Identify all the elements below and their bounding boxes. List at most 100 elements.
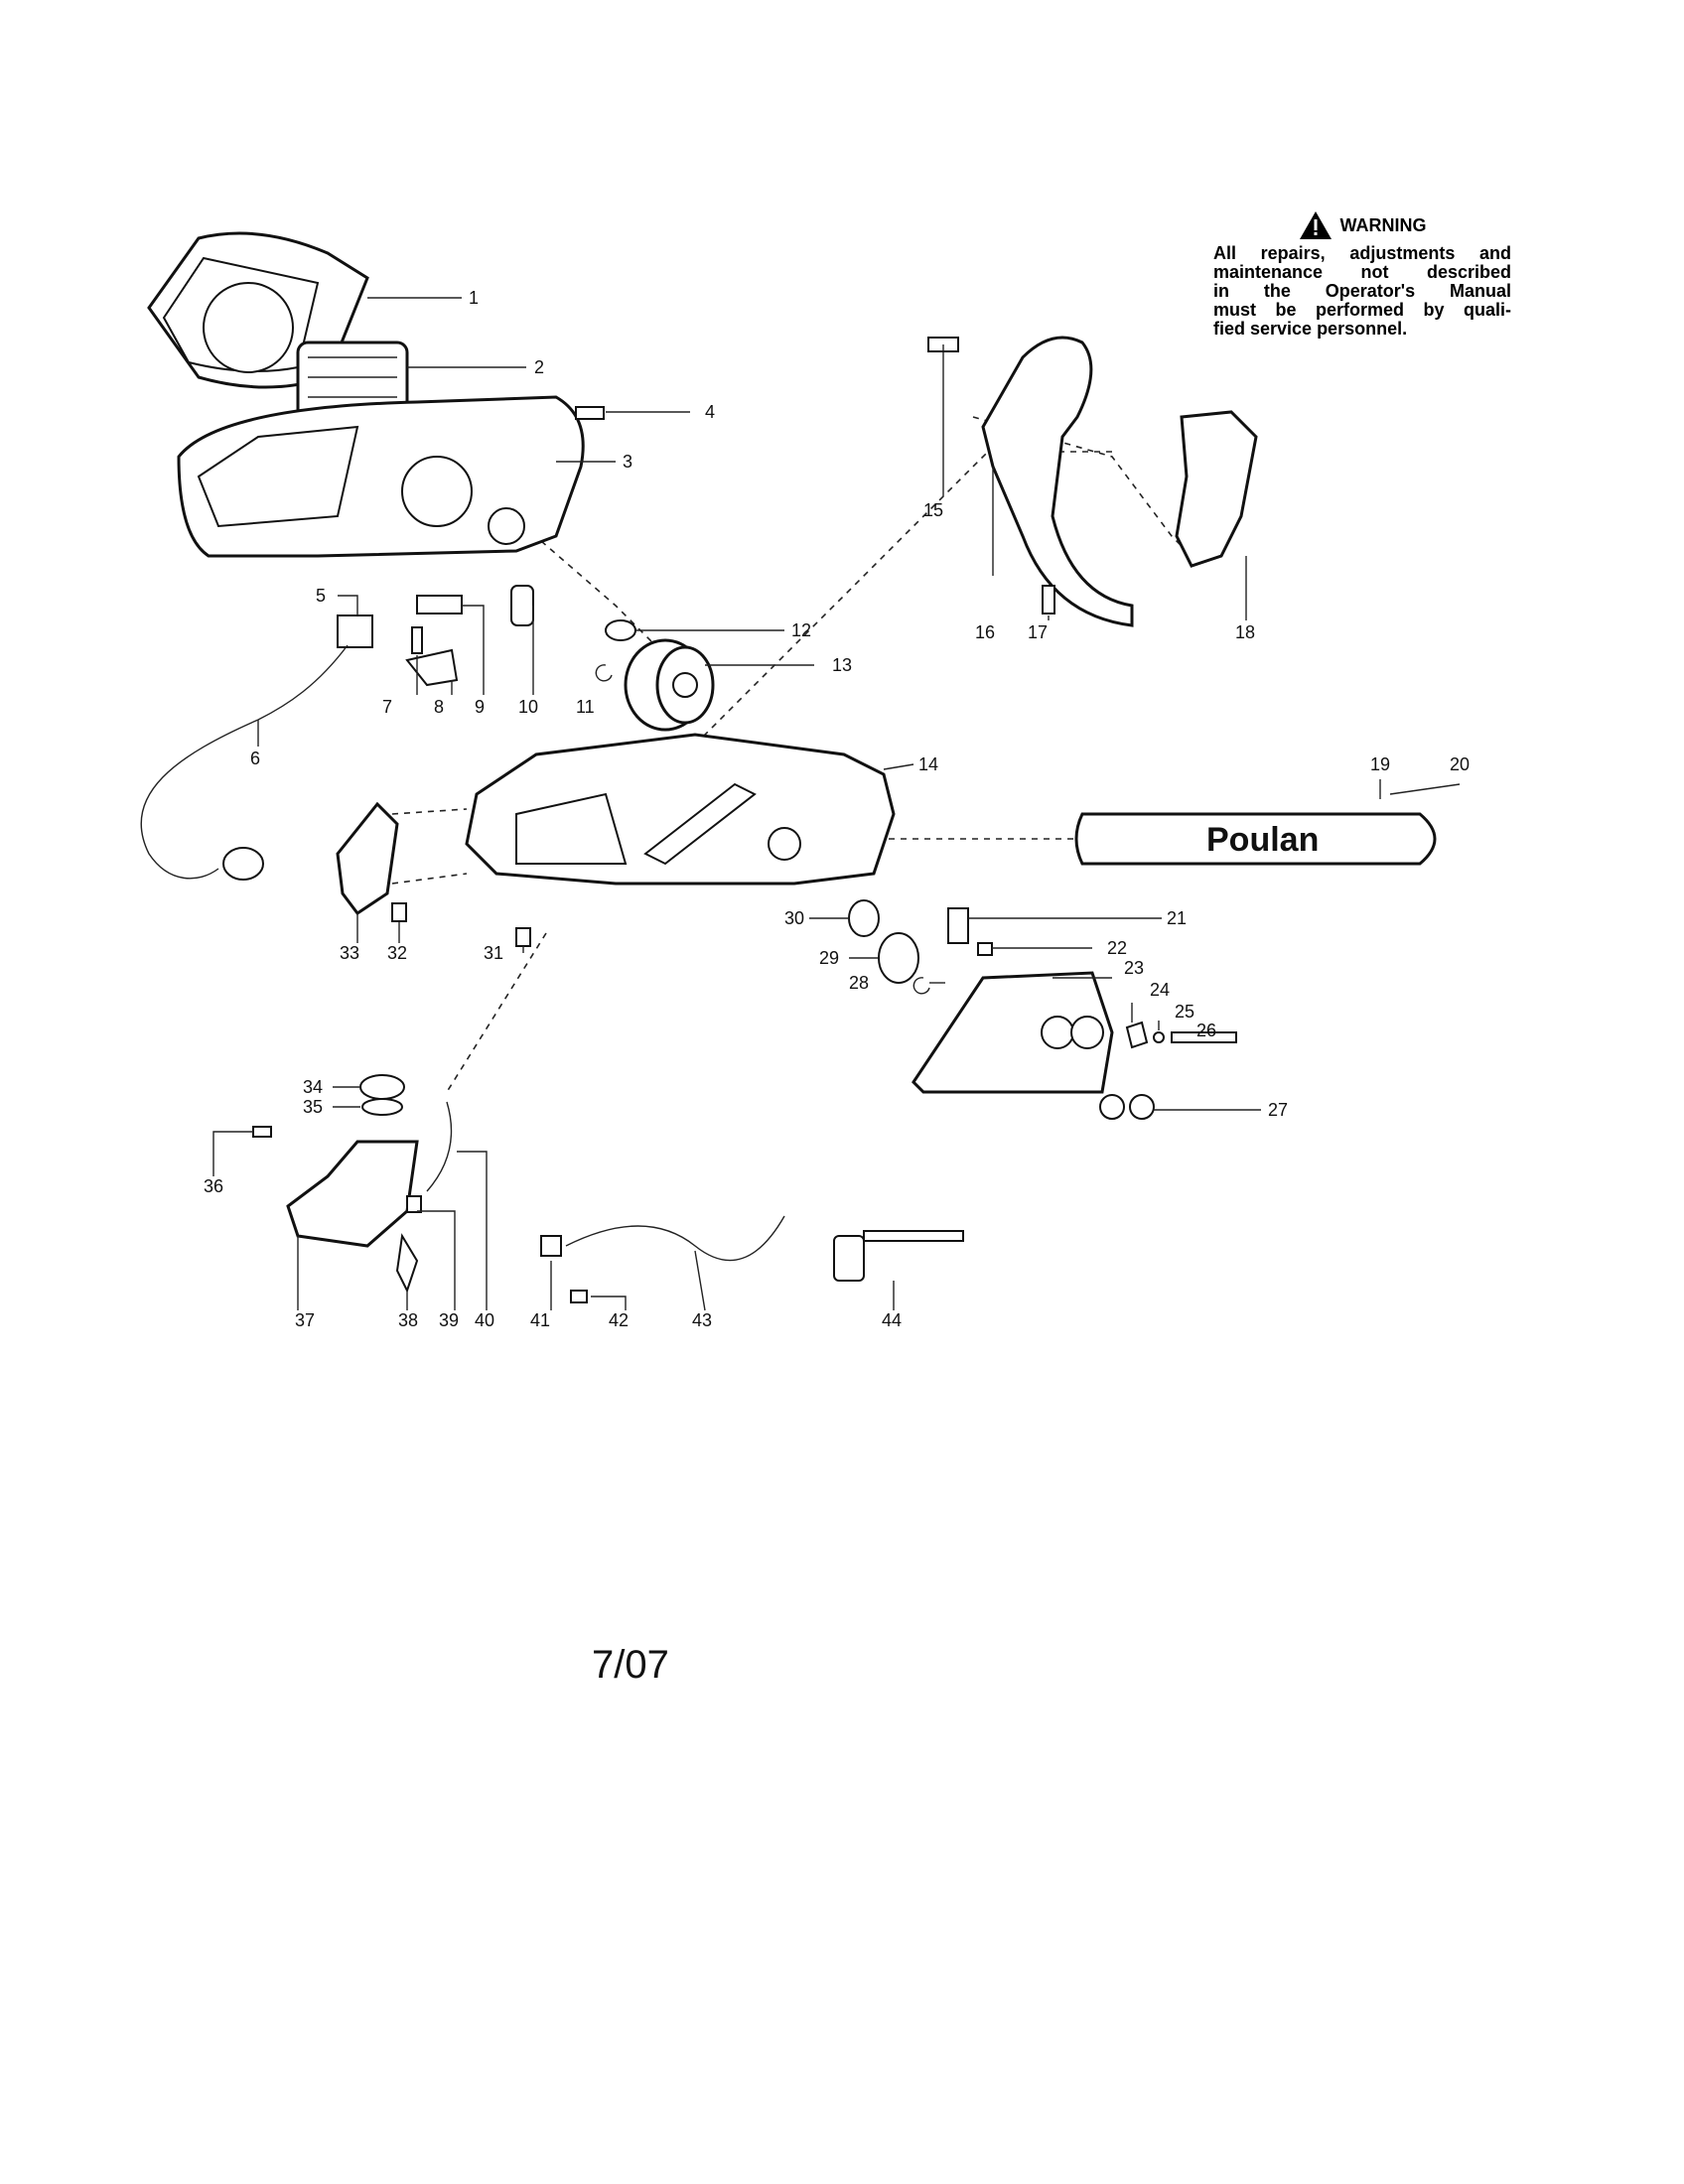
part-44-bar-wrench [833, 1230, 964, 1282]
part-35-gasket [361, 1098, 403, 1116]
part-16-front-handle [981, 336, 1134, 627]
callout-15: 15 [923, 500, 943, 520]
callout-27: 27 [1268, 1100, 1288, 1120]
part-18-hand-guard [1175, 410, 1258, 568]
part-32-screw [391, 902, 407, 922]
part-22-screw [977, 942, 993, 956]
callout-34: 34 [303, 1077, 323, 1097]
part-27-bar-nuts [1099, 1094, 1155, 1120]
callout-22: 22 [1107, 938, 1127, 958]
callout-42: 42 [609, 1310, 629, 1330]
callout-8: 8 [434, 697, 444, 717]
callout-12: 12 [791, 620, 811, 640]
callout-leader-lines [212, 297, 1381, 1311]
part-10-spring [510, 585, 534, 626]
part-17-screw [1042, 585, 1055, 614]
part-29-sprocket [878, 932, 919, 984]
callout-37: 37 [295, 1310, 315, 1330]
callout-35: 35 [303, 1097, 323, 1117]
callout-6: 6 [250, 749, 260, 768]
callout-40: 40 [475, 1310, 494, 1330]
callout-25: 25 [1175, 1002, 1194, 1022]
part-26-adjusting-screw [1171, 1031, 1237, 1043]
part-30-washer [848, 899, 880, 937]
part-7-spring [411, 626, 423, 654]
part-38-oil-pickup [395, 1233, 419, 1294]
part-34-oil-cap [359, 1074, 405, 1100]
warning-notice: WARNING All repairs, adjustments and mai… [1213, 210, 1511, 339]
part-1-motor-cover [147, 231, 369, 389]
part-40-oil-line [426, 1101, 453, 1192]
callout-14: 14 [918, 754, 938, 774]
revision-date: 7/07 [592, 1643, 669, 1687]
part-12-washer [605, 619, 636, 641]
callout-33: 33 [340, 943, 359, 963]
part-14-main-housing [465, 733, 896, 886]
callout-28: 28 [849, 973, 869, 993]
callout-39: 39 [439, 1310, 459, 1330]
part-9-lock-button [416, 595, 463, 614]
part-43-oil-hose [565, 1215, 785, 1262]
part-19-guide-bar: Poulan [1074, 812, 1437, 866]
callout-36: 36 [204, 1176, 223, 1196]
callout-16: 16 [975, 622, 995, 642]
part-36-check-valve [252, 1126, 272, 1138]
callout-21: 21 [1167, 908, 1187, 928]
callout-5: 5 [316, 586, 326, 606]
part-31-screw [515, 927, 531, 947]
callout-7: 7 [382, 697, 392, 717]
warning-line-3: in the Operator's Manual [1213, 281, 1511, 301]
callout-44: 44 [882, 1310, 902, 1330]
part-5-switch [337, 614, 373, 648]
part-4-screw [575, 406, 605, 420]
part-28-retainer [912, 977, 930, 995]
part-3-motor-housing [177, 395, 585, 558]
part-6-power-cord [140, 644, 349, 881]
warning-header: WARNING [1213, 210, 1511, 240]
callout-41: 41 [530, 1310, 550, 1330]
callout-10: 10 [518, 697, 538, 717]
warning-heading: WARNING [1339, 214, 1427, 235]
callout-11: 11 [576, 697, 595, 717]
callout-labels: 1 2 3 4 5 6 7 8 9 10 11 12 13 14 15 16 1… [204, 288, 1470, 1330]
callout-3: 3 [623, 452, 632, 472]
callout-13: 13 [832, 655, 852, 675]
callout-24: 24 [1150, 980, 1170, 1000]
part-42-screw [570, 1290, 588, 1303]
part-8-trigger [405, 648, 459, 687]
part-39-fitting [406, 1195, 422, 1213]
part-41-oiler-valve [540, 1235, 562, 1257]
callout-43: 43 [692, 1310, 712, 1330]
callout-30: 30 [784, 908, 804, 928]
part-37-oil-tank [286, 1140, 419, 1248]
callout-26: 26 [1196, 1021, 1216, 1040]
part-25-washer [1153, 1031, 1165, 1043]
callout-31: 31 [484, 943, 503, 963]
callout-18: 18 [1235, 622, 1255, 642]
part-23-chain-cover [912, 971, 1114, 1094]
warning-triangle-icon [1299, 211, 1332, 239]
callout-4: 4 [705, 402, 715, 422]
callout-32: 32 [387, 943, 407, 963]
warning-line-5: fied service personnel. [1213, 319, 1408, 339]
part-24-adjuster [1125, 1021, 1149, 1049]
bar-brand-text: Poulan [1206, 821, 1319, 859]
part-20-saw-chain [1389, 783, 1461, 795]
warning-line-4: must be performed by quali- [1213, 300, 1511, 320]
warning-line-1: All repairs, adjustments and [1213, 243, 1511, 263]
callout-38: 38 [398, 1310, 418, 1330]
callout-2: 2 [534, 357, 544, 377]
callout-23: 23 [1124, 958, 1144, 978]
part-11-retaining-ring [595, 664, 613, 682]
part-13-clutch-drum [624, 638, 715, 732]
callout-1: 1 [469, 288, 479, 308]
callout-20: 20 [1450, 754, 1470, 774]
part-21-bracket [947, 907, 969, 944]
callout-29: 29 [819, 948, 839, 968]
callout-17: 17 [1028, 622, 1048, 642]
callout-9: 9 [475, 697, 485, 717]
part-33-handle-insert [336, 801, 399, 916]
callout-19: 19 [1370, 754, 1390, 774]
warning-line-2: maintenance not described [1213, 262, 1511, 282]
